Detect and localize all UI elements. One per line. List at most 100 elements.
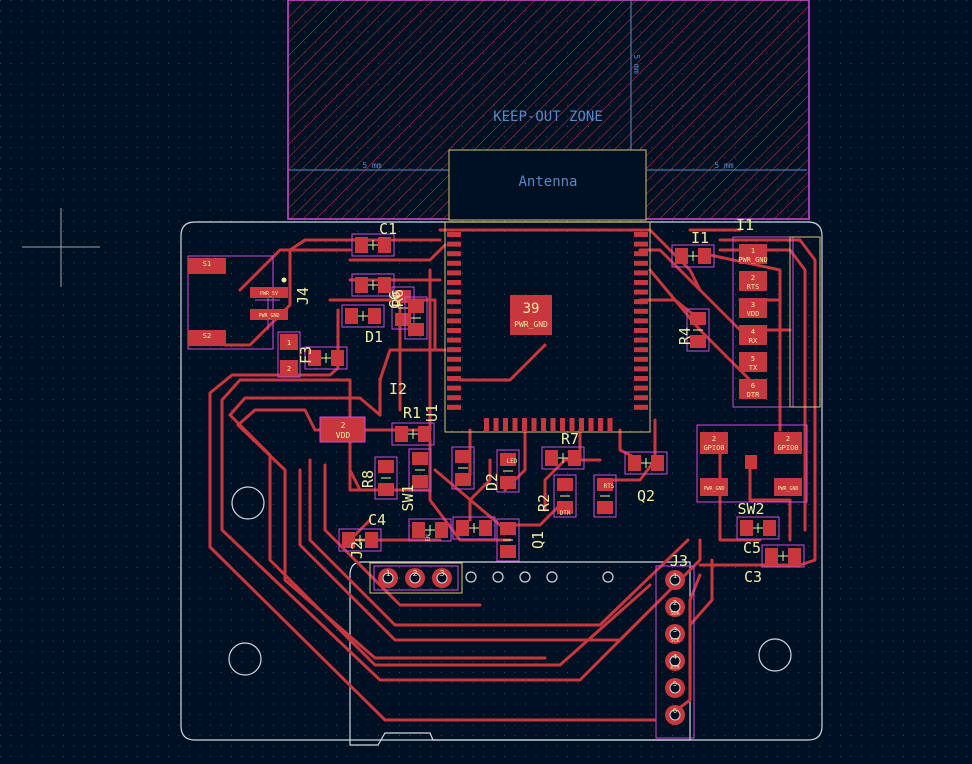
module-pad bbox=[634, 260, 648, 266]
pad-pwr5v: PWR_5V bbox=[260, 291, 278, 297]
j1-pin-net: DTR bbox=[747, 391, 760, 399]
smd-part bbox=[671, 244, 715, 268]
smd-part bbox=[391, 422, 435, 446]
refdes-c6: C6 bbox=[386, 291, 404, 309]
display-pins bbox=[465, 571, 614, 583]
module-pad bbox=[634, 328, 648, 333]
j3-pin-number: 1 bbox=[673, 572, 677, 580]
smd-part bbox=[686, 308, 710, 352]
refdes-q2: Q2 bbox=[637, 487, 655, 505]
j1-pin-number: 4 bbox=[751, 328, 755, 336]
refdes-c4: C4 bbox=[368, 511, 386, 529]
j1-pin-net: VDD bbox=[747, 310, 760, 318]
smd-part bbox=[374, 456, 398, 500]
refdes-j4: J4 bbox=[294, 287, 312, 305]
j3-pin: 5 bbox=[665, 678, 685, 698]
module-pad bbox=[588, 418, 594, 432]
smd-components bbox=[304, 233, 805, 568]
smd-part bbox=[351, 273, 395, 297]
module-pad bbox=[634, 289, 648, 295]
j2-pin: 2 bbox=[405, 568, 425, 588]
j1-pin-net: PWR_GND bbox=[738, 256, 768, 264]
module-pad bbox=[634, 404, 648, 410]
module-pad bbox=[634, 241, 648, 247]
vdd-pad: 2 VDD bbox=[319, 416, 366, 443]
smd-part bbox=[408, 448, 432, 492]
smd-part bbox=[553, 474, 577, 518]
module-pad bbox=[447, 366, 461, 372]
smd-part bbox=[338, 528, 382, 552]
keepout-dim-left: 5 mm bbox=[362, 161, 381, 170]
vdd-pad-number: 2 bbox=[341, 421, 346, 430]
module-pad bbox=[447, 289, 461, 295]
module-pad bbox=[634, 395, 648, 401]
module-pad bbox=[447, 318, 461, 324]
refdes-i1: I1 bbox=[736, 216, 754, 234]
module-pad bbox=[447, 385, 461, 391]
j1-pin-net: TX bbox=[749, 364, 758, 372]
module-ground-pad bbox=[510, 295, 552, 335]
j2-pin: 1 bbox=[378, 568, 398, 588]
refdes-j3: J3 bbox=[670, 552, 688, 570]
esp-module: 39 PWR_GND bbox=[444, 221, 651, 433]
module-pad bbox=[541, 418, 546, 432]
module-pad bbox=[634, 347, 648, 353]
j3-pin-number: 3 bbox=[673, 626, 677, 634]
refdes-r6: R6 bbox=[389, 289, 407, 307]
module-pad-number: 39 bbox=[523, 301, 540, 317]
crosshair-cursor bbox=[22, 208, 100, 287]
refdes-d1: D1 bbox=[365, 328, 383, 346]
module-pad bbox=[447, 260, 461, 266]
j1-pin-number: 6 bbox=[751, 382, 755, 390]
reference-designators: C1C3C4C5C6D1D2F3J2J3J4Q1Q2R1R2R4R6R7R8SW… bbox=[294, 216, 765, 586]
pad-label-led: LED bbox=[507, 458, 518, 465]
j1-pin-number: 1 bbox=[751, 247, 755, 255]
module-pad bbox=[634, 318, 648, 324]
module-pad bbox=[447, 395, 461, 401]
module-pad bbox=[493, 418, 499, 432]
pad-pwrgnd: PWR_GND bbox=[258, 313, 279, 319]
refdes-d2: D2 bbox=[483, 473, 501, 491]
refdes-c5: C5 bbox=[743, 539, 761, 557]
gnd-pad-b: PWR_GND bbox=[777, 486, 798, 492]
j1-pin-number: 2 bbox=[751, 274, 755, 282]
module-pad bbox=[634, 366, 648, 372]
j3-pin-number: 4 bbox=[673, 653, 677, 661]
keepout-title: KEEP-OUT ZONE bbox=[493, 109, 603, 125]
module-pad bbox=[598, 418, 603, 432]
refdes-sw2: SW2 bbox=[737, 500, 764, 518]
smd-part bbox=[593, 474, 617, 518]
smd-part bbox=[408, 518, 452, 542]
refdes-i1-left: I1 bbox=[691, 229, 709, 247]
module-pad bbox=[579, 418, 584, 432]
refdes-q1: Q1 bbox=[529, 531, 547, 549]
refdes-c3: C3 bbox=[744, 568, 762, 586]
module-pad bbox=[447, 299, 461, 305]
j1-pin: 4RX bbox=[739, 325, 767, 345]
module-pad bbox=[560, 418, 565, 432]
j1-pin-number: 3 bbox=[751, 301, 755, 309]
keepout-dim-vertical: 5 mm bbox=[632, 54, 641, 73]
module-pad bbox=[607, 418, 613, 432]
module-pad bbox=[447, 241, 461, 247]
j3-pin-net: RTH bbox=[670, 665, 679, 671]
module-pad bbox=[447, 270, 461, 276]
module-pad bbox=[550, 418, 556, 432]
j3-pin: 6 bbox=[665, 705, 685, 725]
smd-part bbox=[761, 544, 805, 568]
gnd-pad-a: PWR_GND bbox=[703, 486, 724, 492]
module-pad bbox=[634, 385, 648, 391]
smd-part bbox=[304, 346, 348, 370]
gpio0-pad-a: 2 bbox=[712, 435, 716, 443]
module-pad bbox=[447, 232, 461, 237]
antenna-label: Antenna bbox=[518, 174, 577, 190]
module-pad bbox=[447, 308, 461, 314]
module-pad bbox=[447, 251, 461, 257]
smd-part bbox=[496, 449, 520, 493]
